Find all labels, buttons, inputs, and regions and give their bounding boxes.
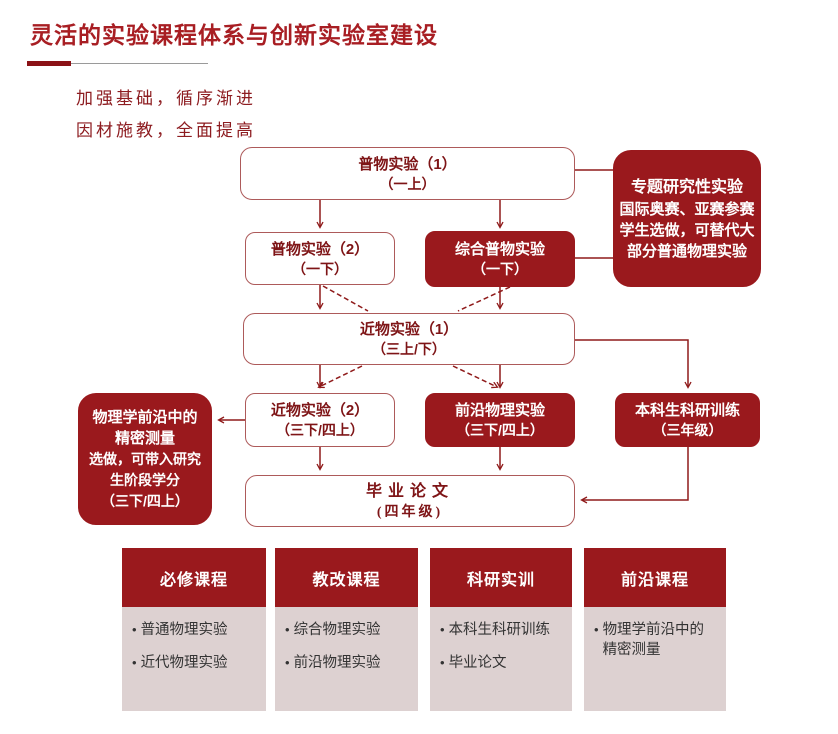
node-subtitle: （三上/下）	[372, 341, 446, 357]
column-header: 前沿课程	[584, 548, 726, 607]
node-title: 普物实验（1）	[358, 155, 457, 173]
column-body: • 物理学前沿中的精密测量	[584, 607, 726, 711]
column-item: • 普通物理实验	[132, 620, 258, 640]
column-item: • 综合物理实验	[285, 620, 410, 640]
column-item-label: 毕业论文	[448, 655, 507, 671]
node-jinwu1: 近物实验（1） （三上/下）	[243, 313, 575, 365]
node-puwu1: 普物实验（1） （一上）	[240, 147, 575, 200]
node-subtitle: (四年级)	[376, 504, 444, 520]
node-title: 近物实验（2）	[270, 402, 370, 419]
node-line: 精密测量	[114, 429, 175, 447]
node-zhuanti-shiyan: 专题研究性实验 国际奥赛、亚赛参赛 学生选做，可替代大 部分普通物理实验	[613, 150, 761, 287]
slogan-line-2: 因材施教，全面提高	[76, 121, 256, 140]
column-item-label: 物理学前沿中的精密测量	[602, 622, 705, 658]
node-subtitle: （三年级）	[652, 422, 723, 438]
node-line: 生阶段学分	[110, 471, 180, 488]
node-line: （三下/四上）	[101, 492, 189, 509]
node-zonghe-puwu: 综合普物实验 （一下）	[425, 231, 575, 287]
title-accent-line	[71, 63, 208, 64]
node-subtitle: （一下）	[472, 261, 528, 277]
bullet-icon: •	[132, 622, 137, 637]
column-header: 教改课程	[275, 548, 418, 607]
column-item-label: 本科生科研训练	[448, 622, 551, 638]
node-jingmi-celiang: 物理学前沿中的 精密测量 选做，可带入研究 生阶段学分 （三下/四上）	[78, 393, 212, 525]
bullet-icon: •	[285, 622, 290, 637]
column-item: • 前沿物理实验	[285, 653, 410, 673]
node-subtitle: （三下/四上）	[276, 422, 364, 438]
node-line: 国际奥赛、亚赛参赛	[619, 200, 755, 218]
column-item: • 本科生科研训练	[440, 620, 564, 640]
column-item-label: 前沿物理实验	[293, 655, 381, 671]
node-line: 选做，可带入研究	[89, 450, 201, 467]
node-subtitle: （三下/四上）	[456, 422, 544, 438]
node-title: 普物实验（2）	[270, 240, 370, 258]
node-line: 专题研究性实验	[630, 178, 743, 196]
bullet-icon: •	[440, 655, 445, 670]
node-keyan-xunlian: 本科生科研训练 （三年级）	[615, 393, 760, 447]
bullet-icon: •	[594, 622, 599, 637]
node-biye-lunwen: 毕业论文 (四年级)	[245, 475, 575, 527]
column-body: • 普通物理实验 • 近代物理实验	[122, 607, 266, 711]
bullet-icon: •	[132, 655, 137, 670]
node-line: 物理学前沿中的	[92, 408, 198, 426]
node-title: 前沿物理实验	[454, 402, 545, 419]
node-puwu2: 普物实验（2） （一下）	[245, 232, 395, 285]
column-item: • 近代物理实验	[132, 653, 258, 673]
column-item-label: 综合物理实验	[293, 622, 381, 638]
node-title: 综合普物实验	[454, 241, 545, 258]
node-title: 近物实验（1）	[359, 321, 459, 338]
node-qianyan-shiyan: 前沿物理实验 （三下/四上）	[425, 393, 575, 447]
node-line: 部分普通物理实验	[626, 242, 747, 260]
course-column-keyan: 科研实训 • 本科生科研训练 • 毕业论文	[430, 548, 572, 711]
column-body: • 综合物理实验 • 前沿物理实验	[275, 607, 418, 711]
course-column-qianyan: 前沿课程 • 物理学前沿中的精密测量	[584, 548, 726, 711]
node-jinwu2: 近物实验（2） （三下/四上）	[245, 393, 395, 447]
course-column-jiaogai: 教改课程 • 综合物理实验 • 前沿物理实验	[275, 548, 418, 711]
column-body: • 本科生科研训练 • 毕业论文	[430, 607, 572, 711]
title-accent-bar	[27, 61, 71, 66]
page-title: 灵活的实验课程体系与创新实验室建设	[30, 22, 438, 48]
column-item-label: 普通物理实验	[140, 622, 228, 638]
column-item-label: 近代物理实验	[140, 655, 228, 671]
bullet-icon: •	[440, 622, 445, 637]
slogan-line-1: 加强基础，循序渐进	[76, 89, 256, 108]
column-header: 科研实训	[430, 548, 572, 607]
column-item: • 物理学前沿中的精密测量	[594, 620, 718, 660]
column-item: • 毕业论文	[440, 653, 564, 673]
node-title: 本科生科研训练	[634, 402, 740, 419]
course-column-bixiu: 必修课程 • 普通物理实验 • 近代物理实验	[122, 548, 266, 711]
bullet-icon: •	[285, 655, 290, 670]
node-line: 学生选做，可替代大	[619, 221, 755, 239]
node-title: 毕业论文	[365, 482, 454, 500]
node-subtitle: （一下）	[292, 260, 348, 277]
column-header: 必修课程	[122, 548, 266, 607]
node-subtitle: （一上）	[379, 175, 436, 192]
